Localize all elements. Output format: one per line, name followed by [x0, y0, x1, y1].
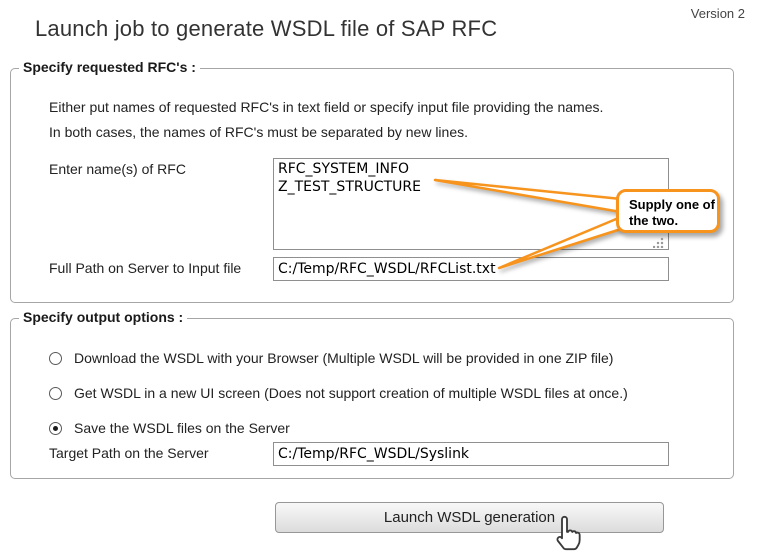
launch-wsdl-button[interactable]: Launch WSDL generation	[275, 502, 664, 533]
output-options-section: Specify output options : Download the WS…	[10, 309, 734, 479]
output-options-legend: Specify output options :	[19, 309, 188, 325]
radio-save-on-server-label[interactable]: Save the WSDL files on the Server	[74, 420, 290, 436]
instruction-line-2: In both cases, the names of RFC's must b…	[49, 124, 468, 140]
callout-arrow-to-textarea	[433, 178, 623, 214]
cursor-hand-icon	[556, 515, 581, 551]
radio-download-browser[interactable]	[49, 352, 62, 365]
radio-new-ui-screen[interactable]	[49, 387, 62, 400]
rfc-section-legend: Specify requested RFC's :	[19, 59, 200, 75]
target-path-field[interactable]	[273, 442, 669, 466]
instruction-line-1: Either put names of requested RFC's in t…	[49, 99, 604, 115]
version-label: Version 2	[690, 6, 745, 21]
rfc-section: Specify requested RFC's : Either put nam…	[10, 59, 734, 303]
target-path-label: Target Path on the Server	[49, 445, 209, 461]
input-file-path-field[interactable]	[273, 257, 669, 281]
callout-note: Supply one of the two.	[616, 189, 720, 233]
radio-save-on-server[interactable]	[49, 422, 62, 435]
page-title: Launch job to generate WSDL file of SAP …	[35, 16, 498, 41]
radio-download-browser-label[interactable]: Download the WSDL with your Browser (Mul…	[74, 350, 614, 366]
radio-new-ui-screen-label[interactable]: Get WSDL in a new UI screen (Does not su…	[74, 385, 628, 401]
input-file-path-label: Full Path on Server to Input file	[49, 260, 242, 276]
resize-grip-icon[interactable]	[653, 237, 664, 248]
callout-arrow-to-input	[497, 215, 623, 270]
rfc-names-label: Enter name(s) of RFC	[49, 161, 186, 177]
